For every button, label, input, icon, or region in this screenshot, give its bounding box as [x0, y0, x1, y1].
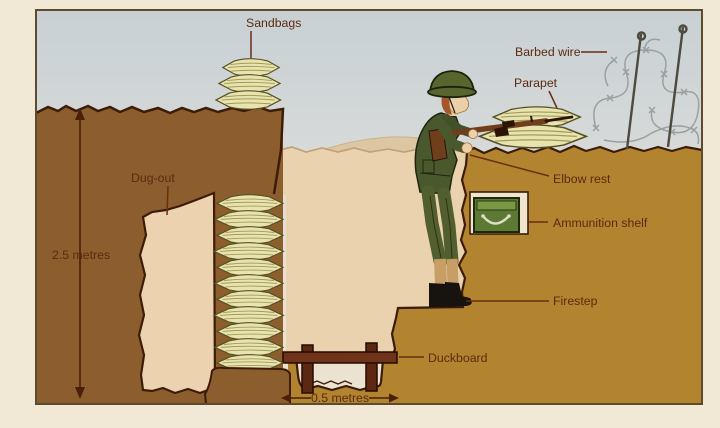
jacket-pocket [422, 159, 435, 174]
wire-barbs [592, 46, 698, 136]
parapet-leader-line [548, 90, 558, 109]
label-barbed-wire: Barbed wire [515, 45, 581, 59]
floor-earth-mound [203, 366, 291, 405]
right-earth-block [288, 146, 702, 404]
ammo-box-lid [476, 200, 517, 211]
dug-out-leader-line [166, 185, 169, 216]
soldier-leg [437, 187, 459, 268]
label-firestep: Firestep [553, 294, 598, 308]
sump-water-line [309, 380, 353, 385]
labels: Sandbags Dug-out Barbed wire Parapet Elb… [131, 16, 648, 365]
barbed-wire-entanglement [592, 24, 700, 150]
soldier [414, 70, 574, 307]
label-ammunition-shelf: Ammunition shelf [553, 216, 648, 230]
stake-loop [678, 24, 688, 34]
measurements: 2.5 metres 0.5 metres [52, 108, 399, 405]
depth-arrowhead-up [75, 108, 85, 120]
width-measurement: 0.5 metres [311, 391, 369, 405]
helmet-brim [427, 85, 477, 99]
rifle-sight [530, 115, 533, 123]
trench-far-wall [276, 147, 467, 357]
handle-pin [481, 214, 485, 218]
depth-arrowhead-down [75, 387, 85, 399]
puttee [446, 258, 459, 284]
soldier-hand-on-elbow-rest [461, 142, 473, 154]
soldier-boot [445, 282, 472, 306]
depth-measurement: 2.5 metres [52, 248, 110, 262]
label-parapet: Parapet [514, 76, 558, 90]
duckboard-plank [282, 351, 398, 364]
duckboard-post [365, 342, 378, 392]
width-arrowhead-left [281, 393, 291, 403]
wire-stake [666, 26, 685, 148]
dugout-cavity [137, 191, 217, 395]
label-duckboard: Duckboard [428, 351, 488, 365]
soldier-near-arm [436, 119, 469, 153]
soldier-hand [468, 129, 478, 139]
rifle [428, 115, 574, 162]
wire-stake [625, 33, 643, 150]
helmet-chinstrap [448, 96, 456, 114]
label-elbow-rest: Elbow rest [553, 172, 611, 186]
label-dug-out: Dug-out [131, 171, 175, 185]
duckboard-structure [282, 342, 398, 394]
width-arrowhead-right [389, 393, 399, 403]
stake-loop [636, 31, 647, 41]
label-sandbags: Sandbags [246, 16, 301, 30]
rifle-bolt [502, 120, 515, 128]
handle-pin [507, 214, 511, 218]
trouser-seams [429, 195, 453, 259]
diagram-frame [35, 9, 703, 405]
soldier-hair [441, 95, 452, 115]
soldier-leg [421, 185, 447, 268]
elbow-rest-leader-line [469, 154, 550, 177]
rifle-magazine [494, 126, 509, 137]
rifle-barrel [544, 115, 574, 123]
puttee [434, 258, 447, 285]
ammo-box-handle [482, 215, 510, 225]
ammunition-shelf [469, 191, 529, 235]
rifle-stock [434, 118, 549, 138]
duckboard-post [301, 344, 314, 394]
